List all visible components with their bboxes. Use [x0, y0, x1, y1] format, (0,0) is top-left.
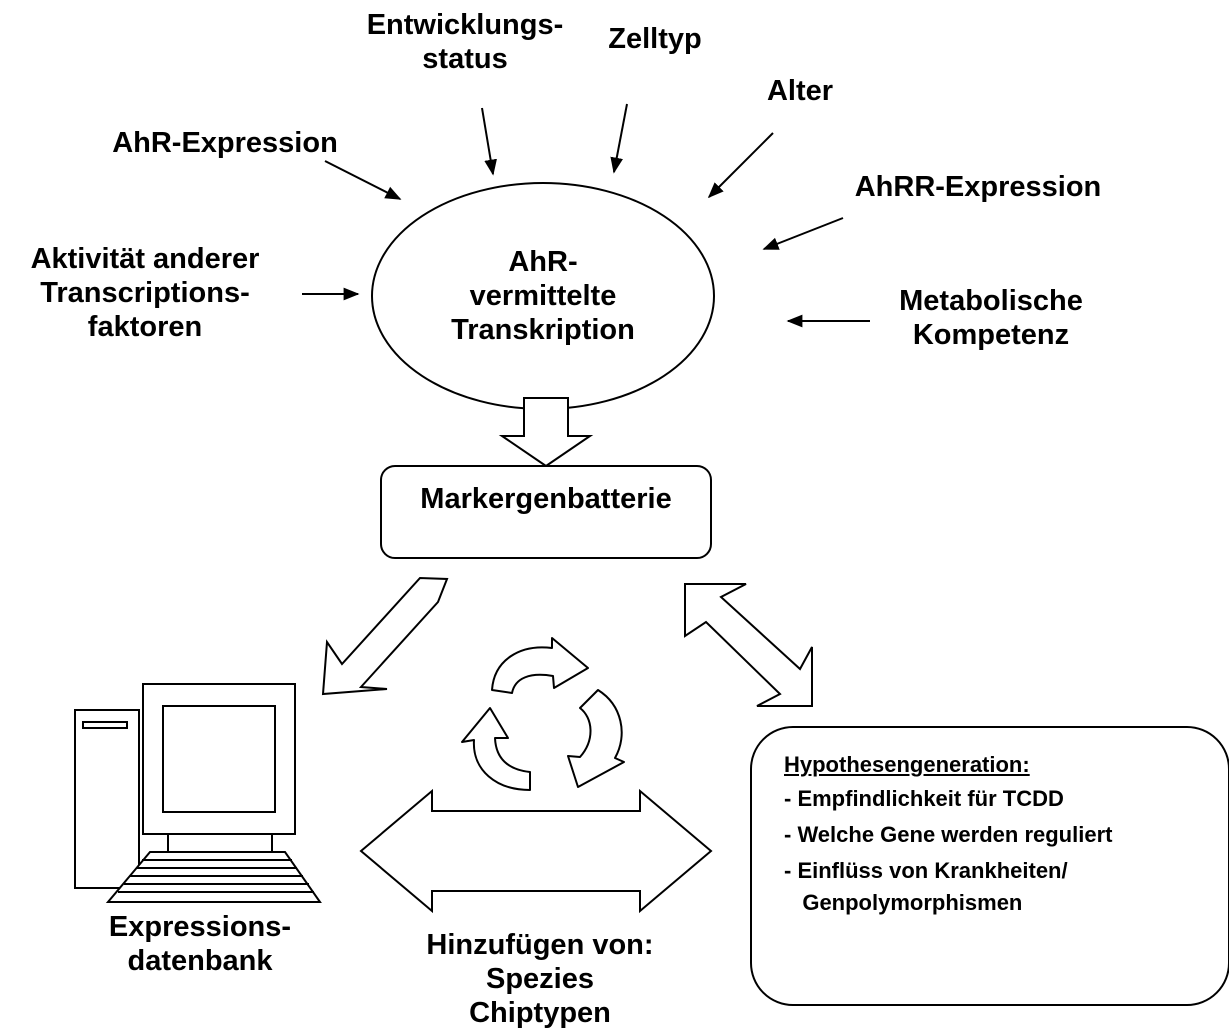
label-ahr-expression: AhR-Expression: [112, 127, 338, 159]
label-entwicklungsstatus: Entwicklungs- status: [340, 8, 590, 76]
additions-label: Hinzufügen von: Spezies Chiptypen: [400, 928, 680, 1030]
center-label-line3: Transkription: [451, 314, 635, 346]
arrow-ahr-expression: [324, 160, 402, 200]
hypothesis-item: - Welche Gene werden reguliert: [784, 822, 1113, 847]
label-metabolische: Metabolische Kompetenz: [866, 284, 1116, 352]
hypothesis-item: - Empfindlichkeit für TCDD: [784, 786, 1064, 811]
additions-label-line3: Chiptypen: [469, 997, 611, 1029]
database-label-line2: datenbank: [127, 945, 273, 977]
label-zelltyp: Zelltyp: [608, 23, 702, 55]
down-arrow-hollow: [498, 397, 594, 468]
marker-box-frame: [380, 465, 712, 559]
hypothesis-item: - Einflüss von Krankheiten/: [784, 858, 1068, 883]
arrow-zelltyp: [610, 103, 628, 174]
label-alter: Alter: [766, 75, 834, 107]
arrow-ahrr-expression: [762, 217, 844, 250]
computer-icon: [74, 683, 322, 903]
label-aktivitaet-line2: Transcriptions-: [40, 277, 250, 309]
center-label: AhR- vermittelte Transkription: [413, 245, 673, 347]
arrow-alter: [707, 132, 774, 199]
label-entwicklungsstatus-line2: status: [422, 43, 508, 75]
database-label-line1: Expressions-: [108, 911, 292, 943]
database-label: Expressions- datenbank: [70, 910, 330, 978]
label-metabolische-line2: Kompetenz: [912, 319, 1070, 351]
label-aktivitaet-line3: faktoren: [87, 311, 203, 343]
label-aktivitaet: Aktivität anderer Transcriptions- faktor…: [0, 242, 290, 344]
label-ahrr-expression: AhRR-Expression: [854, 171, 1102, 203]
center-label-line1: AhR-: [508, 246, 578, 278]
double-arrow-left: [321, 576, 449, 696]
center-label-line2: vermittelte: [469, 280, 617, 312]
cycle-icon: [461, 637, 625, 791]
hypothesis-item: Genpolymorphismen: [784, 890, 1023, 915]
hypothesis-title: Hypothesengeneration:: [784, 752, 1030, 777]
arrow-entwicklungsstatus: [481, 107, 497, 176]
double-arrow-right: [684, 583, 813, 707]
additions-label-line2: Spezies: [486, 963, 594, 995]
marker-box-label: Markergenbatterie: [420, 483, 672, 515]
label-aktivitaet-line1: Aktivität anderer: [30, 243, 260, 275]
additions-label-line1: Hinzufügen von:: [426, 929, 654, 961]
hypothesis-box-frame: [750, 726, 1229, 1006]
label-metabolische-line1: Metabolische: [899, 285, 1083, 317]
double-arrow-horizontal: [359, 788, 713, 914]
label-entwicklungsstatus-line1: Entwicklungs-: [366, 9, 564, 41]
